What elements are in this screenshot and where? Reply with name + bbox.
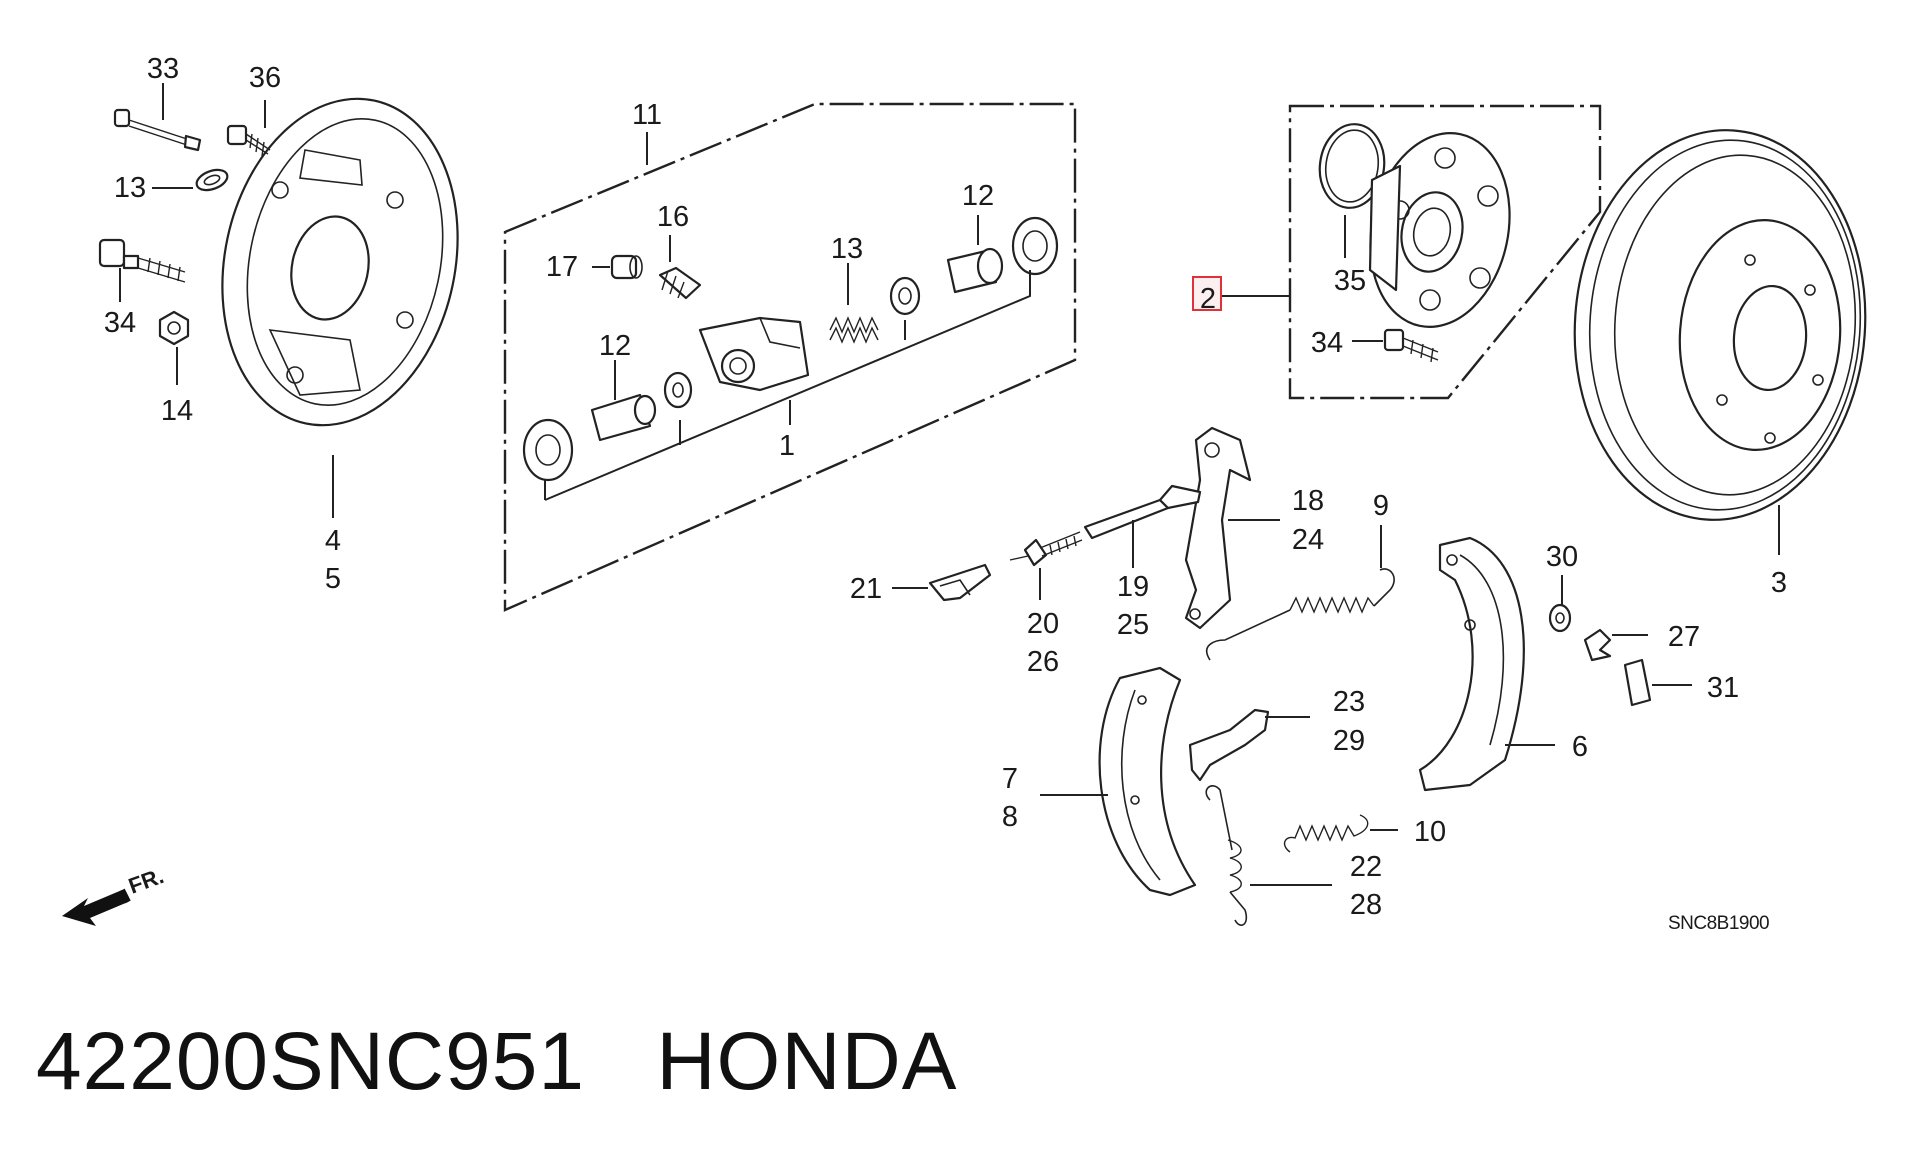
- callout-21: 21: [850, 573, 882, 605]
- caption: 42200SNC951 HONDA: [36, 1015, 957, 1109]
- o-ring-35[interactable]: [1314, 120, 1389, 212]
- callout-23: 23: [1333, 686, 1365, 718]
- lower-spring-10[interactable]: [1283, 814, 1369, 853]
- callout-10: 10: [1414, 816, 1446, 848]
- callout-12-left: 12: [599, 330, 631, 362]
- cup-seal-left[interactable]: [663, 371, 693, 409]
- wheel-cylinder-body[interactable]: [698, 316, 810, 392]
- dust-boot-right[interactable]: [1011, 216, 1059, 276]
- adjuster-socket-21[interactable]: [928, 563, 992, 602]
- dust-boot-left[interactable]: [522, 418, 574, 482]
- callout-24: 24: [1292, 524, 1324, 556]
- callout-18: 18: [1292, 485, 1324, 517]
- callout-14: 13: [114, 172, 146, 204]
- adjuster-rod-19[interactable]: [1083, 484, 1202, 540]
- bolt-36[interactable]: [226, 124, 271, 157]
- upper-spring-9[interactable]: [1205, 568, 1395, 661]
- adjuster-lever[interactable]: [1184, 426, 1252, 630]
- callout-3: 3: [1771, 567, 1787, 599]
- adjuster-screw-20[interactable]: [1009, 531, 1083, 567]
- parking-strut[interactable]: [1188, 708, 1270, 782]
- callout-2-highlight: [1192, 276, 1222, 311]
- callout-32: 33: [147, 53, 179, 85]
- callout-19: 19: [1117, 571, 1149, 603]
- callout-29: 29: [1333, 725, 1365, 757]
- callout-7: 7: [1002, 763, 1018, 795]
- nut-15[interactable]: [158, 310, 190, 346]
- bleeder-16[interactable]: [658, 266, 702, 300]
- clip-14[interactable]: [194, 166, 230, 194]
- callout-12-right: 12: [962, 180, 994, 212]
- retainer-31[interactable]: [1623, 658, 1652, 707]
- callout-27: 27: [1668, 621, 1700, 653]
- direction-label: FR.: [125, 863, 167, 899]
- callout-36: 36: [249, 62, 281, 94]
- piston-12-left[interactable]: [590, 393, 657, 442]
- callout-17: 17: [546, 251, 578, 283]
- callout-31: 31: [1707, 672, 1739, 704]
- brake-shoe-leading[interactable]: [1098, 666, 1197, 897]
- bolt-33[interactable]: [1383, 328, 1439, 363]
- bolt-32[interactable]: [113, 108, 202, 152]
- callout-13: 13: [831, 233, 863, 265]
- callout-22: 22: [1350, 851, 1382, 883]
- return-spring-22[interactable]: [1205, 785, 1248, 926]
- clip-27[interactable]: [1583, 628, 1612, 662]
- callout-labels: 33 36 13 34 14 4 5 11 16 17 13 12 12 1 2…: [104, 53, 1787, 921]
- callout-4: 4: [325, 525, 341, 557]
- diagram-code: SNC8B1900: [1668, 913, 1769, 934]
- hub-bearing-assembly[interactable]: [1353, 120, 1527, 340]
- callout-15: 14: [161, 395, 193, 427]
- callout-2: 2: [1200, 283, 1216, 315]
- bolt-34[interactable]: [98, 238, 186, 283]
- brand-name: HONDA: [656, 1016, 958, 1107]
- cup-seal-right[interactable]: [889, 276, 921, 316]
- callout-9: 9: [1373, 490, 1389, 522]
- callout-35: 35: [1334, 265, 1366, 297]
- cap-17[interactable]: [610, 254, 643, 280]
- callout-6: 6: [1572, 731, 1588, 763]
- callout-1: 1: [779, 430, 795, 462]
- callout-33: 34: [1311, 327, 1343, 359]
- callout-20: 20: [1027, 608, 1059, 640]
- callout-28: 28: [1350, 889, 1382, 921]
- callout-5: 5: [325, 563, 341, 595]
- callout-11: 11: [632, 99, 662, 131]
- brake-shoe-trailing[interactable]: [1418, 536, 1525, 792]
- washer-30[interactable]: [1548, 603, 1572, 633]
- callout-30: 30: [1546, 541, 1578, 573]
- piston-12-right[interactable]: [946, 247, 1004, 294]
- spring-13[interactable]: [829, 316, 879, 344]
- callout-8: 8: [1002, 801, 1018, 833]
- callout-16: 16: [657, 201, 689, 233]
- callout-34: 34: [104, 307, 136, 339]
- brake-drum[interactable]: [1562, 120, 1878, 529]
- part-number: 42200SNC951: [36, 1016, 585, 1107]
- callout-26: 26: [1027, 646, 1059, 678]
- front-direction-arrow-icon: [62, 888, 131, 926]
- backing-plate[interactable]: [193, 77, 487, 448]
- callout-25: 25: [1117, 609, 1149, 641]
